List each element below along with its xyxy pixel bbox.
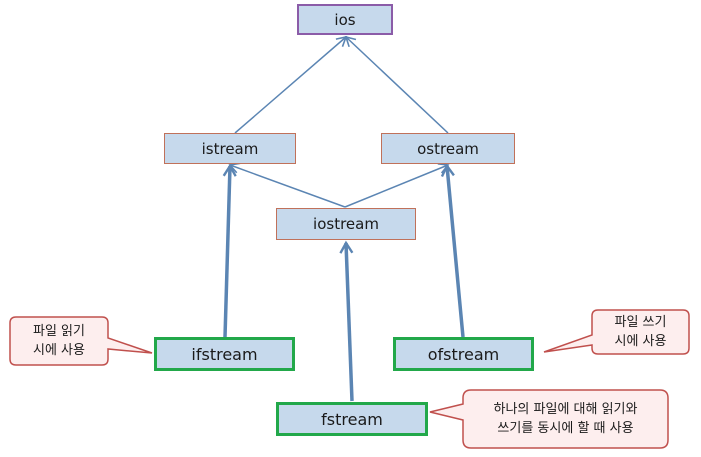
arrow-ostream-to-ios — [344, 35, 449, 134]
callout-fstream-text: 하나의 파일에 대해 읽기와 쓰기를 동시에 할 때 사용 — [493, 402, 638, 436]
node-ofstream: ofstream — [393, 337, 534, 371]
callout-ifstream-shape — [9, 316, 153, 366]
callout-ofstream-text: 파일 쓰기 시에 사용 — [614, 315, 667, 349]
arrow-iostream-to-istream — [228, 162, 346, 208]
node-fstream: fstream — [276, 402, 428, 436]
node-ifstream: ifstream — [154, 337, 295, 371]
callout-ifstream-text: 파일 읽기 시에 사용 — [33, 324, 85, 358]
arrow-istream-to-ios — [234, 35, 348, 134]
node-iostream: iostream — [276, 208, 416, 240]
arrow-ifstream-to-istream — [225, 166, 230, 338]
arrow-ofstream-to-ostream — [447, 166, 465, 338]
callout-ofstream-shape — [543, 309, 690, 355]
node-ios: ios — [297, 4, 393, 35]
node-ostream: ostream — [381, 133, 515, 164]
callout-fstream-shape — [429, 389, 669, 449]
node-istream: istream — [164, 133, 296, 164]
arrow-iostream-to-ostream — [344, 162, 450, 208]
arrow-fstream-to-iostream — [346, 243, 354, 402]
